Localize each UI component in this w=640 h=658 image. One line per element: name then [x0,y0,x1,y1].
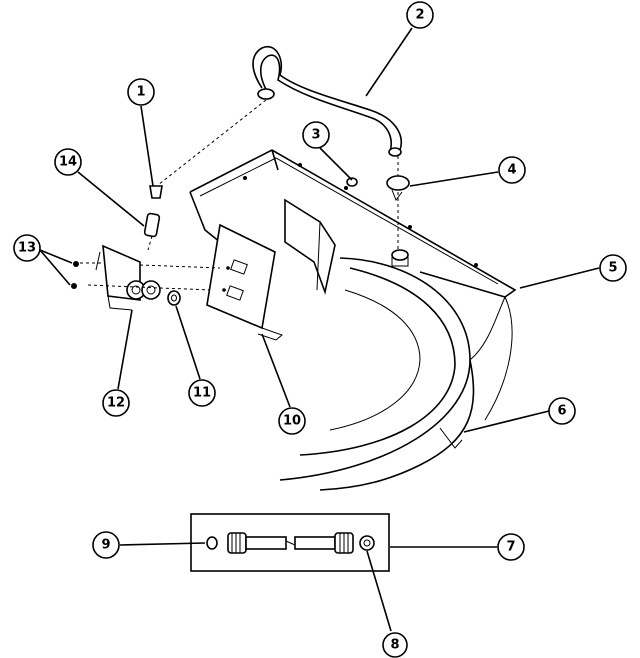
callout-14: 14 [54,148,82,176]
callout-5: 5 [599,254,627,282]
callout-1: 1 [127,78,155,106]
callout-10: 10 [278,407,306,435]
valve-mounting-bracket [206,223,283,341]
callout-label: 13 [18,241,36,256]
tub-frame-assembly [189,149,517,491]
callout-6: 6 [548,397,576,425]
callout-13: 13 [13,234,41,262]
callout-label: 11 [193,386,211,401]
callout-12: 12 [102,389,130,417]
callout-label: 10 [283,414,301,429]
rubber-washer [167,290,181,306]
inlet-hose-kit [190,513,390,572]
callout-label: 6 [557,404,566,419]
callout-label: 8 [390,638,399,653]
nozzle [149,185,163,199]
callout-label: 2 [415,8,424,23]
callout-label: 14 [59,155,77,170]
callout-8: 8 [382,632,408,658]
valve-screws [71,261,79,289]
inlet-tube [143,212,161,251]
callout-label: 9 [101,538,110,553]
callout-label: 4 [507,163,516,178]
callout-label: 5 [608,261,617,276]
callout-9: 9 [92,531,120,559]
leader-lines [39,27,600,632]
callout-label: 3 [311,128,320,143]
callout-label: 7 [506,540,515,555]
callout-label: 12 [107,396,125,411]
callout-label: 1 [136,85,145,100]
water-inlet-valve [80,244,221,311]
hose-clamp [386,175,410,202]
callout-7: 7 [497,533,525,561]
callout-2: 2 [406,1,434,29]
callout-11: 11 [188,379,216,407]
screw [346,177,358,187]
callout-4: 4 [498,156,526,184]
callout-3: 3 [302,121,330,149]
fill-hose [157,45,402,250]
